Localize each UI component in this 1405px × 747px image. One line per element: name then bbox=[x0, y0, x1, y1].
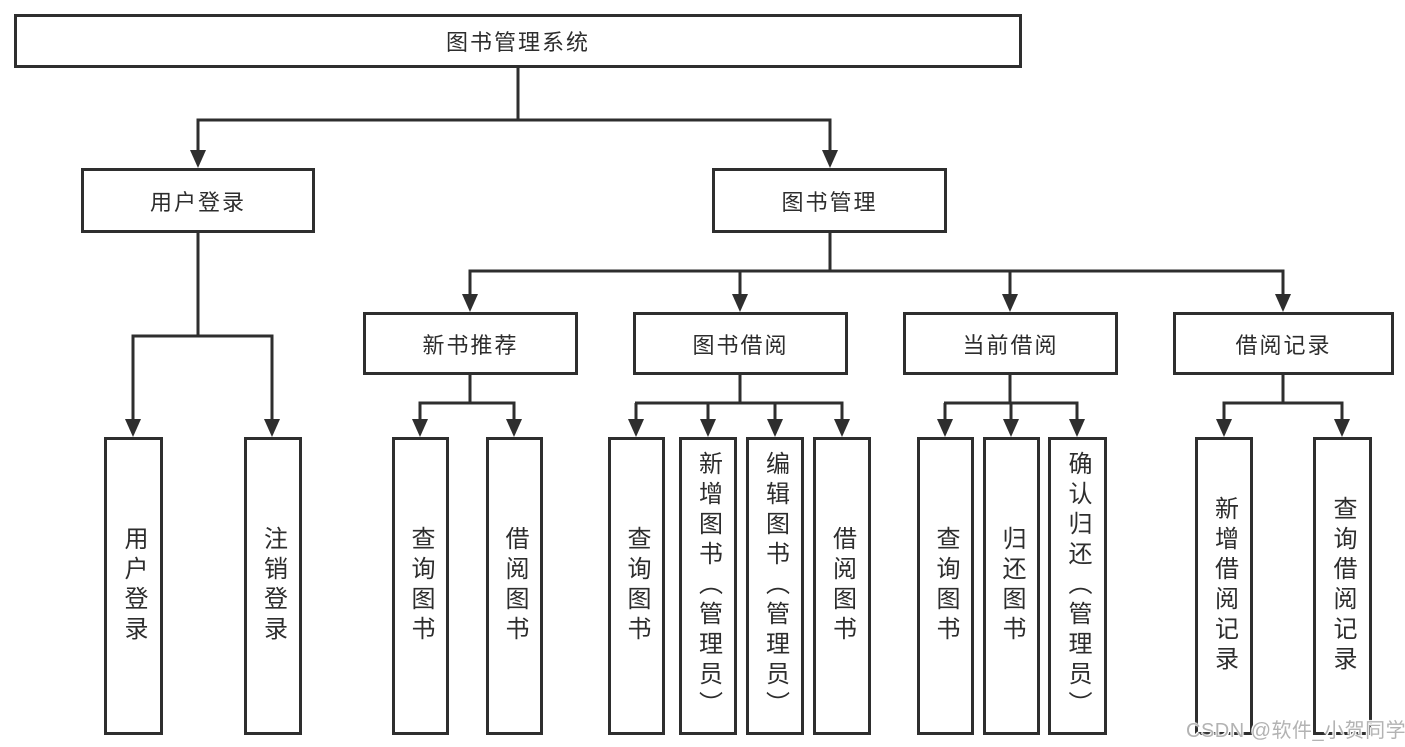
node-user-login: 用户登录 bbox=[81, 168, 315, 233]
node-leaf-user-login: 用户登录 bbox=[104, 437, 163, 735]
node-leaf-borrow-books-recommend: 借阅图书 bbox=[486, 437, 543, 735]
node-leaf-confirm-return-admin: 确认归还（管理员） bbox=[1048, 437, 1107, 735]
node-leaf-borrow-books: 借阅图书 bbox=[813, 437, 871, 735]
node-borrow-records: 借阅记录 bbox=[1173, 312, 1394, 375]
node-leaf-query-books-recommend: 查询图书 bbox=[392, 437, 449, 735]
node-leaf-add-books-admin: 新增图书（管理员） bbox=[679, 437, 737, 735]
csdn-watermark: CSDN @软件_小贺同学 bbox=[1186, 720, 1405, 742]
node-leaf-query-books-current: 查询图书 bbox=[917, 437, 974, 735]
node-book-management: 图书管理 bbox=[712, 168, 947, 233]
node-new-book-recommend: 新书推荐 bbox=[363, 312, 578, 375]
node-leaf-add-borrow-record: 新增借阅记录 bbox=[1195, 437, 1253, 735]
node-leaf-query-books-borrow: 查询图书 bbox=[608, 437, 665, 735]
node-leaf-return-books: 归还图书 bbox=[983, 437, 1040, 735]
node-leaf-logout: 注销登录 bbox=[244, 437, 302, 735]
node-book-borrow: 图书借阅 bbox=[633, 312, 848, 375]
node-leaf-edit-books-admin: 编辑图书（管理员） bbox=[746, 437, 804, 735]
node-current-borrow: 当前借阅 bbox=[903, 312, 1118, 375]
node-leaf-query-borrow-record: 查询借阅记录 bbox=[1313, 437, 1372, 735]
node-root: 图书管理系统 bbox=[14, 14, 1022, 68]
